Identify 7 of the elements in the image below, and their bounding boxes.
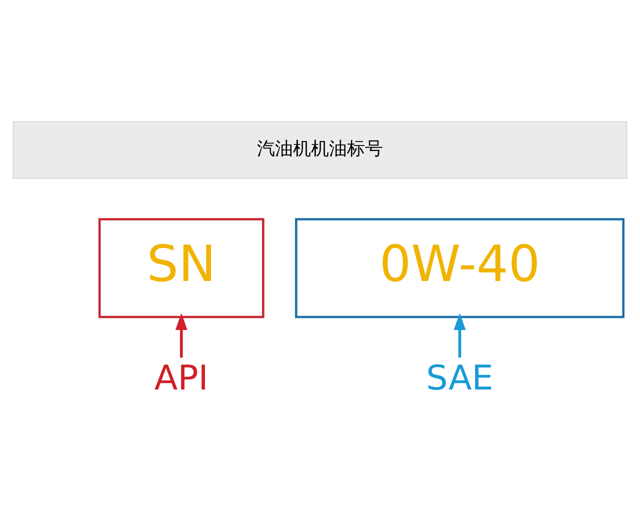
arrow — [454, 312, 466, 358]
node-box: 汽油机机油标号 — [12, 120, 628, 178]
node-text: SAE — [426, 358, 494, 398]
arrow — [175, 312, 188, 358]
node-box: 0W-40 — [295, 218, 624, 318]
node-text: API — [154, 358, 208, 398]
node-box: SN — [98, 218, 264, 318]
